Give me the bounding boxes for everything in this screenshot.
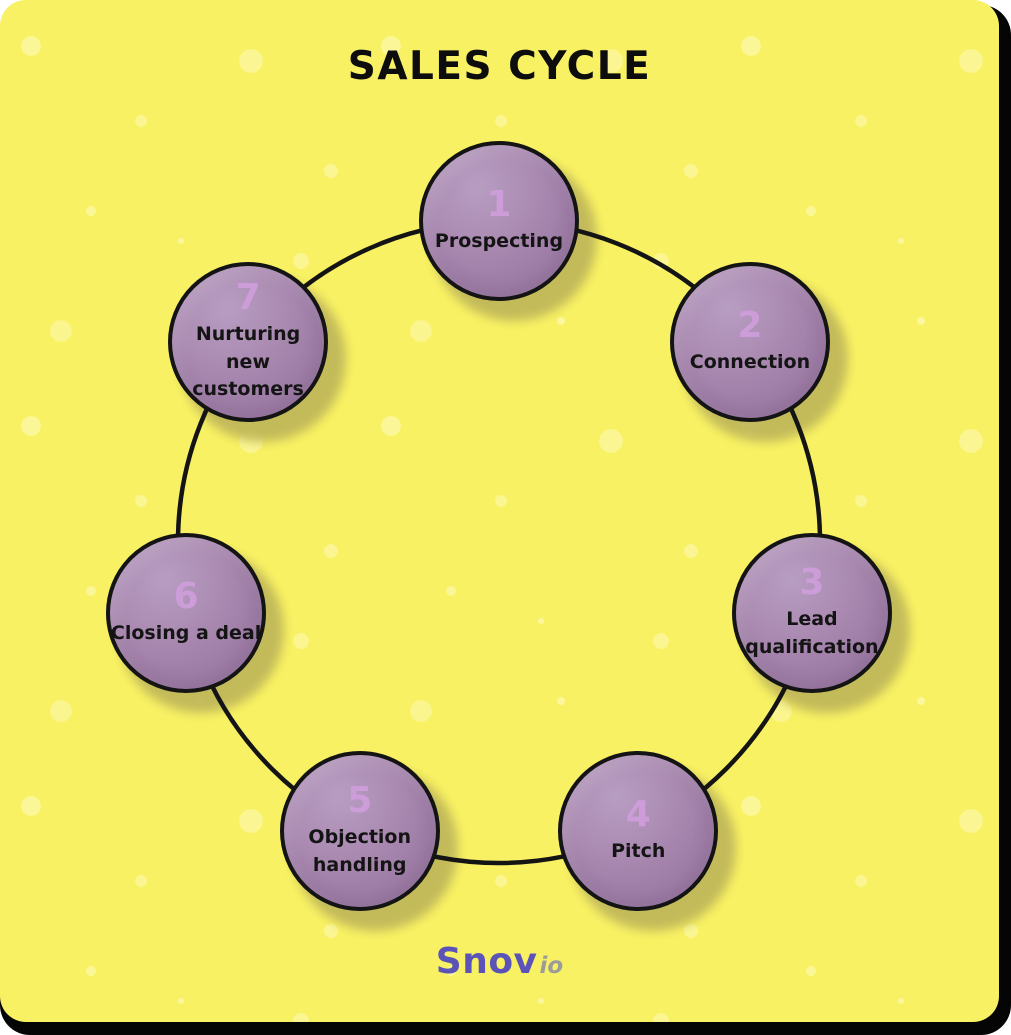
node-number: 5 (347, 780, 373, 822)
node-label: Nurturing new customers (192, 323, 304, 401)
node-label: Prospecting (434, 229, 564, 252)
cycle-step-node: 6 Closing a deal (106, 533, 267, 694)
diagram-title: SALES CYCLE (347, 44, 652, 89)
brand-name: Snov (435, 941, 538, 982)
cycle-step-node: 5 Objection handling (279, 751, 440, 912)
cycle-nodes: 1 Prospecting 2 Connection 3 Lead qualif… (106, 141, 892, 912)
node-number: 1 (486, 183, 512, 225)
brand-suffix: io (539, 953, 564, 979)
cycle-step-node: 3 Lead qualification (731, 533, 892, 694)
node-number: 7 (235, 277, 261, 319)
node-number: 3 (799, 562, 825, 604)
sales-cycle-card: SALES CYCLE 1 Prospecting 2 Connection 3… (0, 0, 999, 1022)
node-label: Lead qualification (745, 608, 879, 658)
node-number: 2 (737, 304, 763, 346)
cycle-step-node: 7 Nurturing new customers (168, 261, 329, 422)
node-number: 4 (625, 793, 651, 835)
node-label: Objection handling (308, 826, 412, 876)
cycle-step-node: 2 Connection (669, 261, 830, 422)
cycle-step-node: 1 Prospecting (419, 141, 579, 301)
node-label: Closing a deal (110, 622, 262, 645)
brand-logo: Snov io (0, 941, 999, 982)
cycle-step-node: 4 Pitch (558, 751, 719, 912)
node-number: 6 (173, 576, 199, 618)
node-label: Connection (689, 350, 811, 373)
node-label: Pitch (611, 839, 666, 862)
